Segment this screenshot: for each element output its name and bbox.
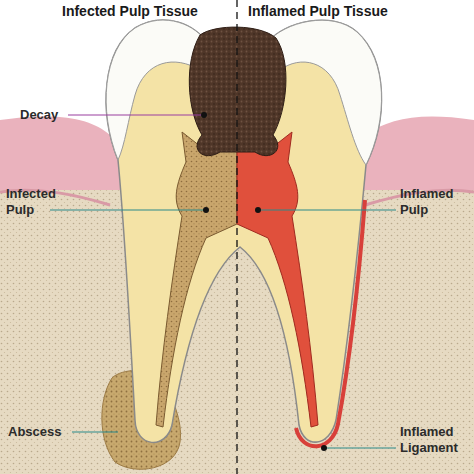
leader-line (72, 431, 118, 432)
leader-dot (255, 207, 261, 213)
leader-dot (203, 207, 209, 213)
part-label: Inflamed Pulp (400, 186, 468, 218)
part-label: Decay (20, 107, 58, 123)
inflamed-pulp (237, 132, 318, 427)
section-title: Infected Pulp Tissue (62, 3, 198, 20)
enamel (106, 20, 381, 165)
part-label: Abscess (8, 424, 61, 440)
infected-pulp (156, 132, 237, 427)
leader-line (258, 209, 396, 210)
leader-line (324, 447, 396, 448)
leader-dot (201, 112, 207, 118)
leader-line (50, 209, 206, 210)
leader-line (68, 114, 204, 115)
section-title: Inflamed Pulp Tissue (248, 3, 388, 20)
leader-dot (321, 445, 327, 451)
part-label: Infected Pulp (6, 186, 74, 218)
divider-line (236, 0, 237, 474)
part-label: Inflamed Ligament (400, 424, 470, 456)
tooth (106, 20, 381, 442)
